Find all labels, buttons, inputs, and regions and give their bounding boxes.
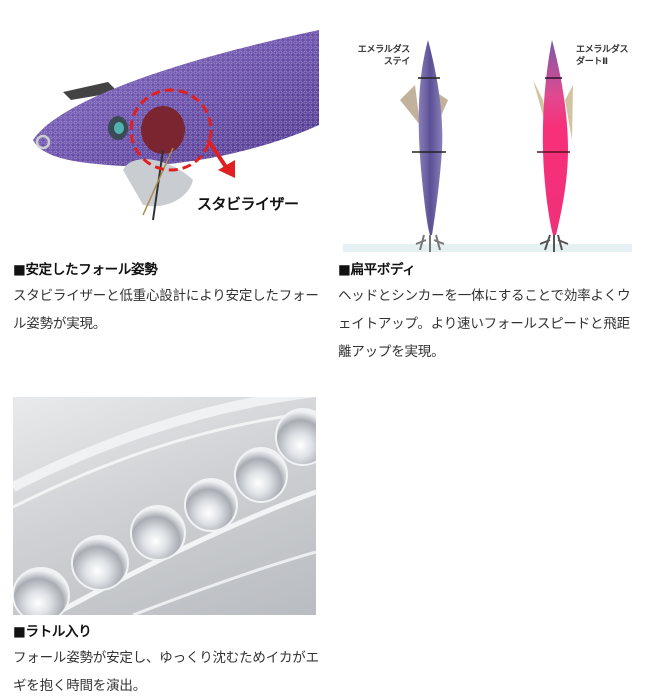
lure-label-stay: エメラルダス ステイ <box>357 45 411 67</box>
feature-description: ヘッドとシンカーを一体にすることで効率よくウェイトアップ。より速いフォールスピー… <box>338 288 631 360</box>
rattle-photo <box>13 397 316 615</box>
lure-comparison-illustration <box>343 40 632 252</box>
feature-flat-body: エメラルダス ステイ エメラルダス ダートⅡ ■扁平ボディ ヘッドとシンカーを一… <box>330 0 647 370</box>
egi-closeup-illustration <box>33 30 319 221</box>
stabilizer-photo: スタビライザー <box>13 30 319 248</box>
lure-comparison-photo: エメラルダス ステイ エメラルダス ダートⅡ <box>340 30 632 253</box>
feature-title: ■安定したフォール姿勢 <box>13 262 158 278</box>
rattle-beads-illustration <box>13 397 316 615</box>
feature-stability: スタビライザー ■安定したフォール姿勢 スタビライザーと低重心設計により安定した… <box>0 0 330 350</box>
feature-rattle: ■ラトル入り フォール姿勢が安定し、ゆっくり沈むためイカがエギを抱く時間を演出。 <box>0 390 330 700</box>
feature-description: フォール姿勢が安定し、ゆっくり沈むためイカがエギを抱く時間を演出。 <box>13 650 319 694</box>
feature-title: ■ラトル入り <box>13 624 92 640</box>
lure-label-dart2: エメラルダス ダートⅡ <box>576 45 629 67</box>
stabilizer-callout: スタビライザー <box>197 195 299 213</box>
feature-title: ■扁平ボディ <box>338 262 416 278</box>
feature-description: スタビライザーと低重心設計により安定したフォール姿勢が実現。 <box>13 288 319 332</box>
